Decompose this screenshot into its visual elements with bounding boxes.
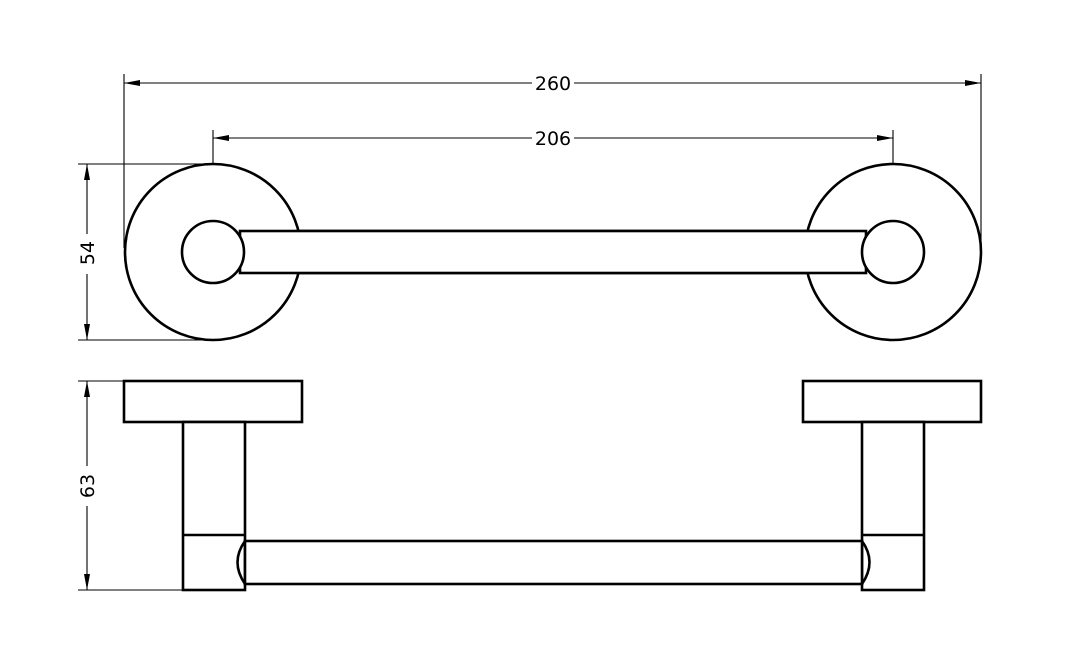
- left-post-cap: [180, 219, 246, 285]
- left-wall-plate: [122, 379, 304, 424]
- dimension-260: 260: [123, 73, 982, 248]
- bottom-view-bar: [243, 539, 864, 586]
- dimension-projection: 63: [77, 474, 99, 498]
- right-wall-plate: [801, 379, 983, 424]
- dimension-center-distance: 206: [535, 128, 571, 150]
- top-view-bar-overlay: [238, 229, 868, 275]
- right-post: [860, 420, 926, 592]
- bottom-view: [122, 379, 983, 592]
- dimension-rosette-diameter: 54: [77, 241, 99, 265]
- right-post-cap: [860, 219, 926, 285]
- right-bar-end-curve: [860, 540, 871, 585]
- left-post: [181, 420, 247, 592]
- dimensions: 260 206 54: [77, 73, 982, 591]
- dimension-overall-length: 260: [535, 73, 571, 95]
- dimension-54: 54: [77, 163, 213, 341]
- dimension-63: 63: [77, 380, 183, 591]
- left-bar-end-curve: [236, 540, 247, 585]
- dimension-206: 206: [212, 128, 894, 163]
- top-view: [123, 162, 983, 342]
